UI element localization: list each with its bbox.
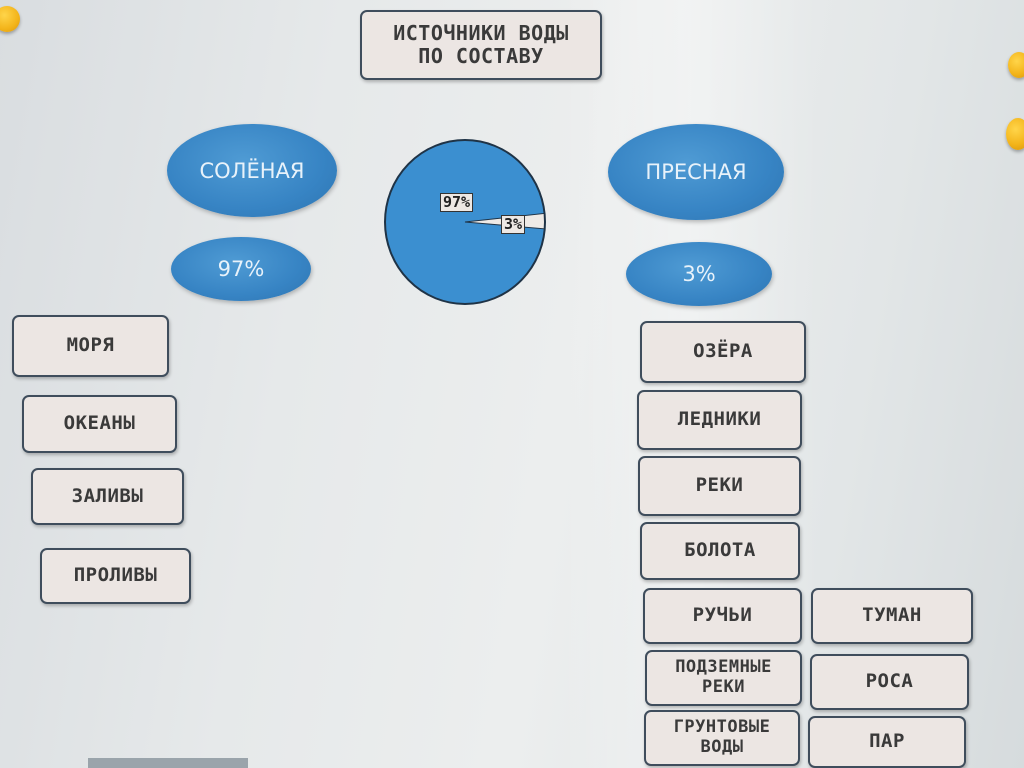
card-fog: ТУМАН xyxy=(811,588,973,644)
card-oceans: ОКЕАНЫ xyxy=(22,395,177,453)
card-underground-rivers: ПОДЗЕМНЫЕ РЕКИ xyxy=(645,650,802,706)
card-lakes: ОЗЁРА xyxy=(640,321,806,383)
salt-oval: СОЛЁНАЯ xyxy=(167,124,337,217)
title-card: ИСТОЧНИКИ ВОДЫ ПО СОСТАВУ xyxy=(360,10,602,80)
card-streams: РУЧЬИ xyxy=(643,588,802,644)
card-swamps: БОЛОТА xyxy=(640,522,800,580)
pie-slice-salt xyxy=(385,140,545,304)
card-dew: РОСА xyxy=(810,654,969,710)
fresh-percent-oval: 3% xyxy=(626,242,772,306)
board-tray xyxy=(88,758,248,768)
pie-chart: 97% 3% xyxy=(380,136,550,308)
card-gulfs: ЗАЛИВЫ xyxy=(31,468,184,525)
fresh-label: ПРЕСНАЯ xyxy=(645,160,747,184)
card-straits: ПРОЛИВЫ xyxy=(40,548,191,604)
salt-percent: 97% xyxy=(217,257,265,281)
magnet xyxy=(1006,118,1024,150)
pie-label-3: 3% xyxy=(501,215,526,234)
fresh-oval: ПРЕСНАЯ xyxy=(608,124,784,220)
card-groundwater: ГРУНТОВЫЕ ВОДЫ xyxy=(644,710,800,766)
pie-label-97: 97% xyxy=(440,193,474,212)
fresh-percent: 3% xyxy=(682,262,716,286)
title-line-2: ПО СОСТАВУ xyxy=(418,44,544,68)
pie-outline xyxy=(384,139,546,305)
title-line-1: ИСТОЧНИКИ ВОДЫ xyxy=(393,21,569,45)
magnet xyxy=(0,6,20,32)
salt-label: СОЛЁНАЯ xyxy=(199,158,305,183)
card-rivers: РЕКИ xyxy=(638,456,801,516)
card-steam: ПАР xyxy=(808,716,966,768)
card-seas: МОРЯ xyxy=(12,315,169,377)
salt-percent-oval: 97% xyxy=(171,237,311,301)
magnet xyxy=(1008,52,1024,78)
card-glaciers: ЛЕДНИКИ xyxy=(637,390,802,450)
